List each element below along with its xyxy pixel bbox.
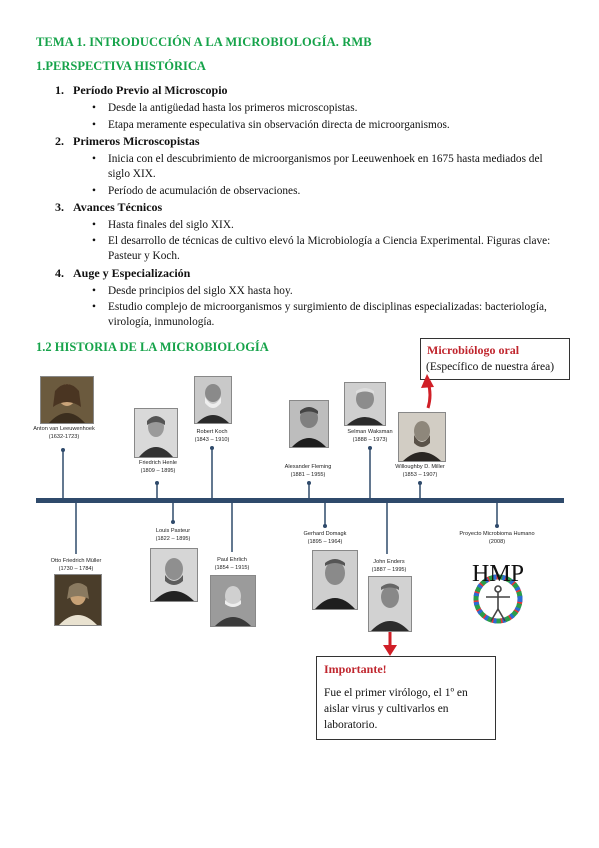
timeline-label-pasteur: Louis Pasteur(1822 – 1895) (155, 528, 191, 542)
callout-body: Fue el primer virólogo, el 1º en aislar … (324, 687, 468, 731)
list-item: •Estudio complejo de microorganismos y s… (92, 301, 547, 328)
timeline-label-domagk: Gerhard Domagk(1895 – 1964) (303, 531, 347, 545)
list-item: •Hasta finales del siglo XIX. (92, 219, 234, 231)
portrait-pasteur (150, 548, 198, 602)
callout-important: Importante! Fue el primer virólogo, el 1… (316, 656, 496, 740)
list-item: •Desde principios del siglo XX hasta hoy… (92, 285, 293, 297)
portrait-miller (398, 412, 446, 462)
document-title: TEMA 1. INTRODUCCIÓN A LA MICROBIOLOGÍA.… (36, 35, 372, 49)
period-4-title: 4.Auge y Especialización (55, 266, 191, 280)
timeline-label-hmp: Proyecto Microbioma Humano(2008) (459, 531, 535, 545)
period-1-title: 1.Período Previo al Microscopio (55, 83, 228, 97)
timeline-axis (36, 498, 564, 503)
arrow-down-icon (383, 632, 397, 656)
section-heading-perspectiva: 1.PERSPECTIVA HISTÓRICA (36, 59, 206, 73)
timeline-label-henle: Friedrich Henle(1809 – 1895) (139, 460, 177, 474)
list-item: •El desarrollo de técnicas de cultivo el… (92, 235, 551, 262)
callout-oral-microbiologist: Microbiólogo oral (Específico de nuestra… (420, 338, 570, 380)
portrait-ehrlich (210, 575, 256, 627)
portrait-waksman (344, 382, 386, 426)
portrait-domagk (312, 550, 358, 610)
list-item: •Inicia con el descubrimiento de microor… (92, 153, 543, 180)
portrait-muller (54, 574, 102, 626)
callout-title: Microbiólogo oral (427, 343, 520, 357)
timeline-label-koch: Robert Koch(1843 – 1910) (194, 429, 230, 443)
hmp-logo: HMP (458, 555, 538, 629)
timeline-connectors (62, 448, 498, 554)
arrow-up-icon (421, 374, 434, 409)
timeline-label-fleming: Alexander Fleming(1881 – 1955) (284, 464, 332, 478)
timeline-label-muller: Otto Friedrich Müller(1730 – 1784) (50, 558, 102, 572)
portrait-fleming (289, 400, 329, 448)
portrait-enders (368, 576, 412, 632)
section-heading-historia: 1.2 HISTORIA DE LA MICROBIOLOGÍA (36, 340, 269, 354)
portrait-leeuwenhoek (40, 376, 94, 424)
callout-title: Importante! (324, 662, 387, 676)
portrait-koch (194, 376, 232, 424)
period-3-title: 3.Avances Técnicos (55, 200, 163, 214)
timeline-label-miller: Willoughby D. Miller(1853 – 1907) (395, 464, 445, 478)
list-item: •Etapa meramente especulativa sin observ… (92, 119, 450, 131)
timeline-label-enders: John Enders(1887 – 1995) (371, 559, 407, 573)
list-item: •Desde la antigüedad hasta los primeros … (92, 102, 358, 114)
callout-body: (Específico de nuestra área) (426, 361, 555, 373)
svg-text:HMP: HMP (472, 561, 524, 587)
period-2-title: 2.Primeros Microscopistas (55, 134, 200, 148)
list-item: •Período de acumulación de observaciones… (92, 185, 301, 197)
timeline-label-waksman: Selman Waksman(1888 – 1973) (347, 429, 393, 443)
timeline-label-ehrlich: Paul Ehrlich(1854 – 1915) (214, 557, 250, 571)
portrait-henle (134, 408, 178, 458)
timeline-label-leeuwenhoek: Anton van Leeuwenhoek(1632-1723) (33, 426, 95, 440)
